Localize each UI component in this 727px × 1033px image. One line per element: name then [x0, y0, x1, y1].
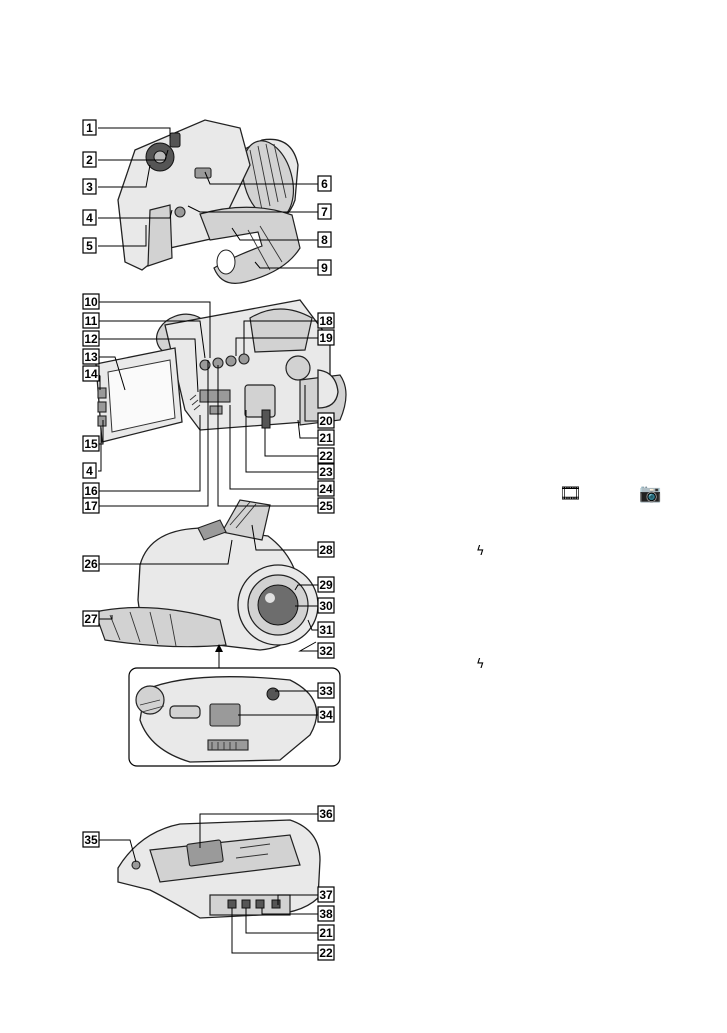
callout-31: 31: [318, 622, 334, 637]
callout-22: 22: [318, 448, 334, 463]
callout-number: 14: [84, 367, 98, 381]
callout-number: 33: [319, 684, 333, 698]
callout-3: 3: [83, 179, 96, 194]
callout-16: 16: [83, 483, 99, 498]
callout-number: 30: [319, 599, 333, 613]
callout-4: 4: [83, 210, 96, 225]
callout-number: 15: [84, 437, 98, 451]
callout-5: 5: [83, 238, 96, 253]
callout-number: 31: [319, 623, 333, 637]
camcorder-front-view: [95, 500, 318, 650]
callout-number: 22: [319, 449, 333, 463]
callout-number: 1: [86, 121, 93, 135]
callout-18: 18: [318, 313, 334, 328]
callout-21: 21: [318, 925, 334, 940]
callout-11: 11: [83, 313, 99, 328]
callout-number: 4: [86, 211, 93, 225]
camcorder-top-view: [118, 120, 302, 283]
callout-number: 35: [84, 833, 98, 847]
callout-number: 20: [319, 414, 333, 428]
callout-number: 19: [319, 331, 333, 345]
camcorder-bottom-view: [136, 677, 317, 762]
callout-number: 12: [84, 332, 98, 346]
callout-29: 29: [318, 577, 334, 592]
callout-number: 11: [85, 314, 98, 328]
callout-30: 30: [318, 598, 334, 613]
callout-34: 34: [318, 707, 334, 722]
callout-number: 36: [319, 807, 333, 821]
callout-number: 7: [321, 205, 328, 219]
callout-1: 1: [83, 120, 96, 135]
callout-number: 22: [319, 946, 333, 960]
callout-23: 23: [318, 464, 334, 479]
callout-number: 24: [319, 482, 333, 496]
callout-number: 34: [319, 708, 333, 722]
callout-number: 28: [319, 543, 333, 557]
callout-28: 28: [318, 542, 334, 557]
movie-mode-icon: 🎞: [559, 483, 582, 504]
callout-number: 32: [319, 644, 333, 658]
callout-26: 26: [83, 556, 99, 571]
callout-7: 7: [318, 204, 331, 219]
callout-number: 8: [321, 233, 328, 247]
callout-number: 13: [84, 350, 98, 364]
callout-13: 13: [83, 349, 99, 364]
callout-number: 21: [319, 431, 333, 445]
callout-2: 2: [83, 152, 96, 167]
callout-21: 21: [318, 430, 334, 445]
callout-37: 37: [318, 887, 334, 902]
callout-number: 9: [321, 261, 328, 275]
callout-17: 17: [83, 498, 99, 513]
callout-number: 5: [86, 239, 93, 253]
callout-number: 37: [319, 888, 333, 902]
callout-number: 6: [321, 177, 328, 191]
callout-38: 38: [318, 906, 334, 921]
callout-22: 22: [318, 945, 334, 960]
callout-number: 3: [86, 180, 93, 194]
callout-number: 38: [319, 907, 333, 921]
callout-9: 9: [318, 260, 331, 275]
handycam-station: [118, 820, 320, 918]
callout-number: 16: [84, 484, 98, 498]
callout-35: 35: [83, 832, 99, 847]
callout-number: 26: [84, 557, 98, 571]
callout-number: 18: [319, 314, 333, 328]
callout-27: 27: [83, 611, 99, 626]
callout-32: 32: [318, 643, 334, 658]
callout-15: 15: [83, 436, 99, 451]
leader-line: [265, 428, 318, 456]
callout-number: 29: [319, 578, 333, 592]
callout-number: 27: [84, 612, 98, 626]
callout-number: 10: [84, 295, 98, 309]
callout-36: 36: [318, 806, 334, 821]
leader-line: [98, 128, 170, 138]
callout-8: 8: [318, 232, 331, 247]
callout-12: 12: [83, 331, 99, 346]
callout-24: 24: [318, 481, 334, 496]
callout-6: 6: [318, 176, 331, 191]
callout-4: 4: [83, 463, 96, 478]
callout-10: 10: [83, 294, 99, 309]
callout-14: 14: [83, 366, 99, 381]
callout-20: 20: [318, 413, 334, 428]
flash-icon: ϟ: [476, 657, 485, 672]
callout-number: 21: [319, 926, 333, 940]
flash-icon: ϟ: [476, 544, 485, 559]
leader-line: [300, 642, 318, 651]
callout-25: 25: [318, 498, 334, 513]
callout-number: 25: [319, 499, 333, 513]
still-camera-icon: 📷: [639, 483, 661, 504]
callout-number: 17: [84, 499, 98, 513]
callout-33: 33: [318, 683, 334, 698]
callout-19: 19: [318, 330, 334, 345]
callout-number: 4: [86, 464, 93, 478]
callout-number: 23: [319, 465, 333, 479]
callout-number: 2: [86, 153, 93, 167]
